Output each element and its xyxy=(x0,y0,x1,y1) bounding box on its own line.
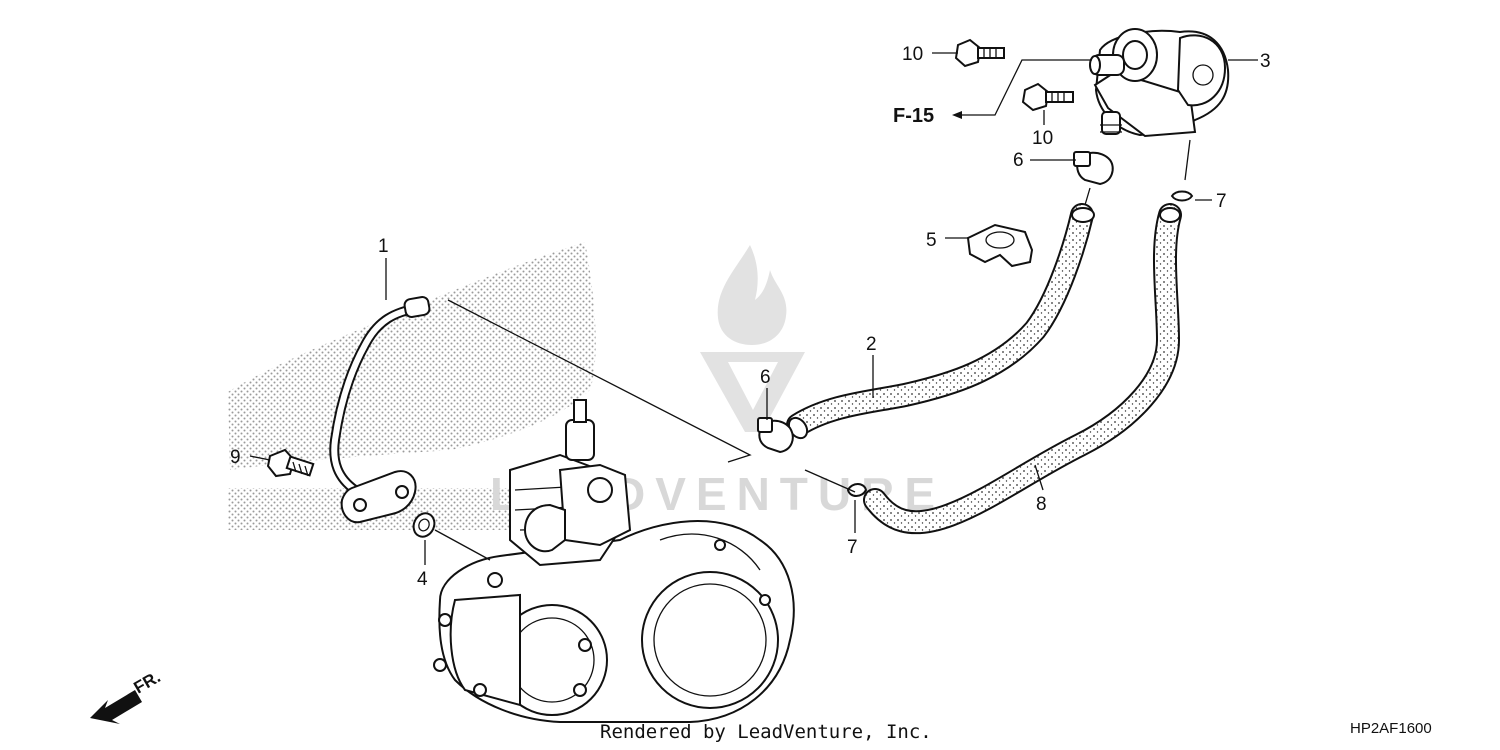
gasket-part-4 xyxy=(412,512,436,538)
credit-line: Rendered by LeadVenture, Inc. xyxy=(600,721,932,743)
cross-reference-label: F-15 xyxy=(893,105,934,127)
hose-clamp-upper xyxy=(1073,151,1114,186)
callout-5: 5 xyxy=(926,230,937,251)
callout-4: 4 xyxy=(417,569,428,590)
bolt-part-10-upper xyxy=(954,38,1005,68)
callout-6-upper: 6 xyxy=(1013,150,1024,171)
bolt-part-10-lower xyxy=(1021,82,1074,112)
clip-part-7-lower xyxy=(846,483,868,497)
bolt-part-9 xyxy=(266,448,315,478)
callout-1: 1 xyxy=(378,236,389,257)
hose-holder-part-5 xyxy=(966,223,1034,268)
air-hose-part-8 xyxy=(863,203,1182,535)
engine-assembly xyxy=(433,399,795,723)
callout-10-upper: 10 xyxy=(902,44,923,65)
callout-3: 3 xyxy=(1260,51,1271,72)
callout-8: 8 xyxy=(1036,494,1047,515)
callout-10-lower: 10 xyxy=(1032,128,1053,149)
callout-7-upper: 7 xyxy=(1216,191,1227,212)
hose-clamp-lower xyxy=(757,417,794,454)
air-hose-part-2 xyxy=(786,203,1095,440)
callout-2: 2 xyxy=(866,334,877,355)
callout-9: 9 xyxy=(230,447,241,468)
clip-part-7-upper xyxy=(1170,190,1194,202)
air-injection-valve xyxy=(1089,28,1230,138)
callout-7-lower: 7 xyxy=(847,537,858,558)
leader-lines xyxy=(249,52,1258,565)
front-arrow-icon xyxy=(90,690,142,724)
diagram-code: HP2AF1600 xyxy=(1350,720,1432,737)
callout-6-lower: 6 xyxy=(760,367,771,388)
air-pipe xyxy=(329,296,431,524)
leadventure-logo-watermark xyxy=(700,245,805,432)
